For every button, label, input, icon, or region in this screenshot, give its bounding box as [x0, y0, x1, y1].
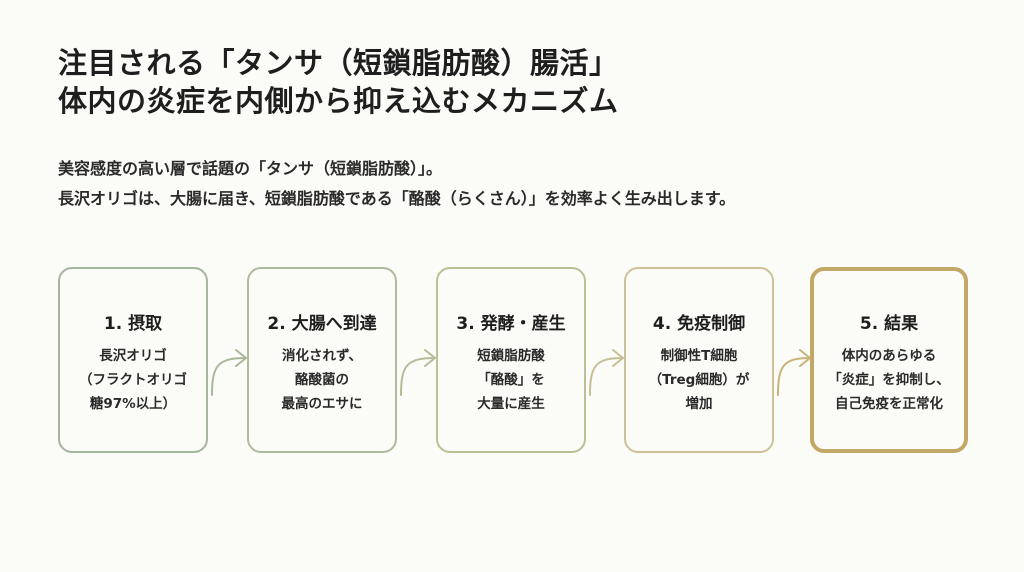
step-text: 長沢オリゴ: [99, 348, 167, 364]
step-card-4: 4. 免疫制御 制御性T細胞 （Treg細胞）が 増加: [624, 267, 774, 453]
step-text: 最高のエサに: [281, 396, 363, 412]
step-title: 2. 大腸へ到達: [267, 314, 377, 334]
step-card-5-result: 5. 結果 体内のあらゆる 「炎症」を抑制し、 自己免疫を正常化: [810, 267, 968, 453]
step-text: 「酪酸」を: [477, 372, 545, 388]
title-line-1: 注目される「タンサ（短鎖脂肪酸）腸活」: [58, 46, 619, 80]
subtitle-line-2: 長沢オリゴは、大腸に届き、短鎖脂肪酸である「酪酸（らくさん）」を効率よく生み出し…: [58, 189, 736, 208]
arrow-icon: [400, 349, 437, 396]
slide-subtitle: 美容感度の高い層で話題の「タンサ（短鎖脂肪酸）」。 長沢オリゴは、大腸に届き、短…: [58, 154, 735, 214]
step-text: 増加: [685, 396, 713, 412]
step-title: 3. 発酵・産生: [456, 314, 566, 334]
title-line-2: 体内の炎症を内側から抑え込むメカニズム: [58, 84, 619, 118]
step-text: 体内のあらゆる: [841, 348, 937, 364]
step-text: 制御性T細胞: [660, 348, 738, 364]
step-card-2: 2. 大腸へ到達 消化されず、 酪酸菌の 最高のエサに: [247, 267, 397, 453]
step-text: 「炎症」を抑制し、: [828, 372, 950, 388]
arrow-icon: [589, 349, 625, 396]
step-card-1: 1. 摂取 長沢オリゴ （フラクトオリゴ 糖97%以上）: [58, 267, 208, 453]
step-text: （Treg細胞）が: [648, 372, 750, 388]
subtitle-line-1: 美容感度の高い層で話題の「タンサ（短鎖脂肪酸）」。: [58, 159, 443, 178]
step-title: 1. 摂取: [103, 314, 163, 334]
arrow-icon: [211, 349, 248, 396]
step-text: 短鎖脂肪酸: [477, 348, 545, 364]
step-title: 5. 結果: [859, 314, 919, 334]
step-card-3: 3. 発酵・産生 短鎖脂肪酸 「酪酸」を 大量に産生: [436, 267, 586, 453]
step-text: （フラクトオリゴ: [79, 372, 187, 388]
step-text: 糖97%以上）: [89, 396, 177, 412]
step-text: 大量に産生: [477, 396, 545, 412]
step-title: 4. 免疫制御: [652, 314, 746, 334]
slide-title: 注目される「タンサ（短鎖脂肪酸）腸活」 体内の炎症を内側から抑え込むメカニズム: [58, 44, 619, 120]
step-text: 酪酸菌の: [295, 372, 349, 388]
step-text: 自己免疫を正常化: [835, 396, 943, 412]
step-text: 消化されず、: [281, 348, 363, 364]
arrow-icon: [777, 349, 812, 396]
